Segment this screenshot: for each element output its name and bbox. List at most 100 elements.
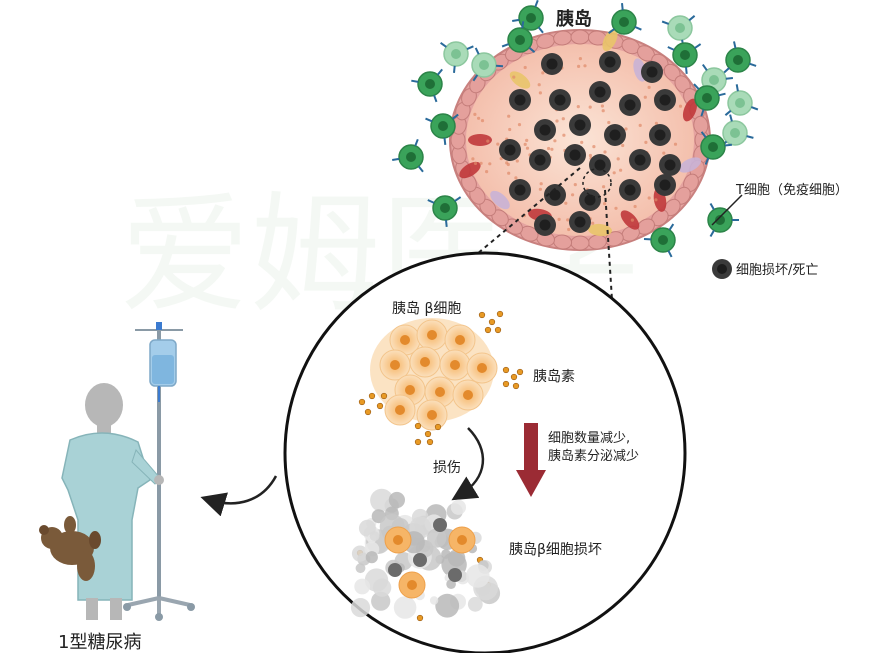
teddy-bear [39, 516, 101, 581]
damage-arrow [451, 427, 485, 501]
beta-cell-nucleus [390, 360, 400, 370]
islet-tissue-dot [473, 161, 478, 165]
zoom-connector-right [604, 189, 613, 301]
insulin-granule [494, 326, 502, 334]
islet-tissue-dot [537, 83, 541, 87]
islet-vessel [490, 190, 510, 210]
islet-tissue-dot [619, 168, 623, 172]
damaged-cell-debris [351, 545, 369, 562]
t-cell-receptor [445, 219, 448, 228]
insulin-granule [484, 326, 492, 334]
t-cell-receptor [634, 25, 642, 31]
islet-tissue-dot [602, 185, 606, 189]
t-cell-nucleus [680, 50, 690, 60]
islet-tissue-dot [577, 64, 581, 68]
beta-cell-nucleus [420, 357, 430, 367]
t-cell-receptor [749, 62, 757, 67]
damaged-cell-debris [467, 596, 483, 612]
islet-tissue-dot [512, 75, 516, 79]
insulin-granule [416, 614, 424, 622]
t-cell-receptor [454, 196, 462, 202]
t-cell-receptor [411, 79, 419, 83]
damaged-cell-debris [435, 593, 460, 618]
damaged-cell-debris [354, 578, 371, 595]
insulin-granule [478, 311, 486, 319]
dead-cell-nucleus [624, 99, 636, 111]
islet-tissue-dot [654, 121, 659, 125]
insulin-granule [414, 422, 422, 430]
islet-dead-cells [499, 51, 681, 236]
islet-tissue-dot [621, 143, 625, 148]
damaged-cell-debris [393, 596, 417, 619]
dead-cell-nucleus [514, 94, 526, 106]
t-cell-receptor [709, 203, 715, 211]
damaged-cell-debris [427, 528, 447, 548]
islet-tissue-dot [562, 133, 566, 137]
t-cell-receptor [701, 64, 708, 71]
t-cell-receptor [495, 64, 504, 68]
t-cell-receptor [694, 43, 702, 49]
islet-tissue-dot [601, 109, 605, 113]
islet-tissue-dot [580, 140, 584, 144]
islet-border-cell [570, 235, 590, 251]
insulin-granule [510, 373, 518, 381]
t-cell-nucleus [735, 98, 745, 108]
islet-tissue-dot [614, 206, 618, 210]
beta-cell-nucleus [427, 410, 437, 420]
islet-tissue-dot [473, 112, 477, 116]
islet-vessel [682, 98, 698, 122]
disease-label: 1型糖尿病 [58, 632, 141, 653]
t-cell-receptor [661, 20, 670, 25]
t-cell-receptor [392, 157, 400, 161]
islet-tissue-dot [538, 187, 543, 191]
t-cell-receptor [453, 65, 456, 73]
dead-cell-nucleus [594, 159, 606, 171]
t-cell-receptor [735, 84, 739, 92]
islet-vessel [602, 28, 618, 52]
t-cell-receptor [537, 26, 544, 34]
insulin-granule [414, 438, 422, 446]
islet-tissue-dot [612, 171, 616, 175]
insulin-granule [364, 408, 372, 416]
damaged-beta-label: 胰岛β细胞损坏 [509, 542, 602, 558]
islet-tissue-dot [603, 150, 607, 154]
insulin-granule [426, 438, 434, 446]
islet-tissue-dot [630, 218, 635, 222]
t-cell-receptor [472, 74, 479, 82]
islet-border-cells [450, 29, 710, 251]
insulin-granule [434, 423, 442, 431]
to-patient-arrow [200, 475, 278, 517]
t-cell-receptor [704, 157, 710, 165]
t-cell-receptor [718, 92, 726, 97]
islet-tissue-dot [654, 198, 658, 202]
t-cell-nucleus [675, 23, 685, 33]
insulin-granule [516, 368, 524, 376]
t-cell-nucleus [515, 35, 525, 45]
insulin-granule [376, 402, 384, 410]
islet-tissue-dot [561, 117, 565, 121]
dead-cell-nucleus [539, 219, 551, 231]
decrease-arrow [516, 423, 546, 497]
islet-tissue-dot [588, 105, 592, 109]
islet [449, 28, 711, 251]
islet-tissue-dot [523, 65, 527, 70]
islet-tissue-dot [616, 157, 620, 161]
decrease-label-line2: 胰岛素分泌减少 [548, 448, 639, 464]
dead-cell-nucleus [433, 518, 447, 532]
dead-cell-nucleus [584, 194, 596, 206]
islet-tissue-dot [564, 201, 568, 205]
t-cell-nucleus [709, 75, 719, 85]
insulin-granule [424, 430, 432, 438]
t-cell-receptor [466, 45, 474, 51]
damaged-cell-debris [388, 491, 405, 509]
t-cell-receptor [668, 223, 675, 231]
damaged-cell-debris [447, 549, 466, 567]
beta-cell-nucleus [395, 405, 405, 415]
damaged-cell-debris [441, 549, 451, 559]
t-cell-receptor [474, 47, 480, 55]
zoom-connector-left [476, 167, 581, 255]
t-cell-pointer-line [711, 194, 743, 226]
decrease-label-line1: 细胞数量减少, [548, 431, 630, 446]
dead-cell-nucleus [659, 179, 671, 191]
